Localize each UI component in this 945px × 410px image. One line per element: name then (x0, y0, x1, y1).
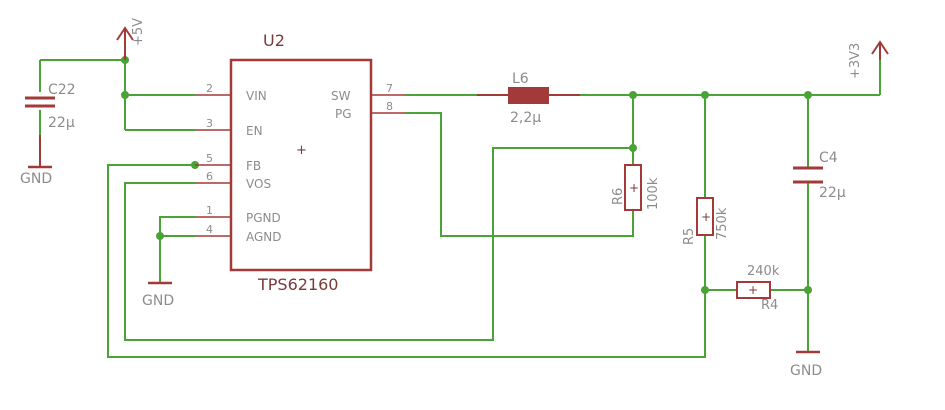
r4-ref: R4 (761, 298, 778, 313)
pin-num: 3 (206, 117, 213, 130)
junctions (121, 56, 812, 294)
capacitor-c22: C22 22µ (25, 82, 76, 131)
pin-name: EN (246, 124, 263, 138)
supply-5v-label: +5V (131, 18, 146, 46)
junction-dot (804, 286, 812, 294)
pin-num: 5 (206, 152, 213, 165)
r6-ref: R6 (611, 188, 626, 205)
pin-num: 7 (386, 82, 393, 95)
junction-dot (156, 232, 164, 240)
junction-dot (629, 144, 637, 152)
junction-dot (701, 286, 709, 294)
r5-ref: R5 (682, 228, 697, 245)
capacitor-c4: C4 22µ (793, 150, 846, 201)
r5-value: 750k (715, 207, 730, 240)
resistor-r5: + R5 750k (682, 197, 730, 245)
l6-value: 2,2µ (510, 110, 541, 126)
pin-name: SW (331, 89, 351, 103)
pin-name: AGND (246, 230, 282, 244)
pin-name: PGND (246, 211, 281, 225)
gnd-right-label: GND (790, 363, 822, 379)
pin-name: PG (335, 107, 352, 121)
gnd-right: GND (790, 350, 822, 379)
ic-ref: U2 (263, 31, 285, 50)
pin-name: VIN (246, 89, 267, 103)
gnd-ic-label: GND (142, 293, 174, 309)
pin-num: 2 (206, 82, 213, 95)
c22-ref: C22 (48, 82, 76, 98)
svg-text:+: + (748, 283, 758, 297)
r4-value: 240k (747, 264, 780, 279)
gnd-left: GND (20, 135, 52, 187)
r6-value: 100k (646, 177, 661, 210)
wires (39, 59, 881, 358)
ic-value: TPS62160 (257, 275, 338, 294)
svg-text:+: + (701, 210, 711, 224)
supply-3v3: +3V3 (848, 40, 889, 79)
junction-dot (701, 91, 709, 99)
pin-num: 1 (206, 204, 213, 217)
junction-dot (804, 91, 812, 99)
junction-dot (629, 91, 637, 99)
gnd-left-label: GND (20, 171, 52, 187)
resistor-r4: + 240k R4 (736, 264, 780, 313)
inductor-l6: L6 2,2µ (477, 71, 580, 126)
pin-name: VOS (246, 177, 271, 191)
junction-dot (121, 91, 129, 99)
pin-num: 6 (206, 170, 213, 183)
ic-u2: U2 TPS62160 + 2 3 5 6 1 4 7 8 VIN EN FB … (195, 31, 405, 294)
pin-name: FB (246, 159, 261, 173)
pin-num: 8 (386, 100, 393, 113)
c4-ref: C4 (819, 150, 838, 166)
resistor-r6: + R6 100k (611, 164, 661, 211)
supply-3v3-label: +3V3 (848, 43, 863, 79)
c4-value: 22µ (819, 185, 846, 201)
supply-5v: +5V (116, 18, 146, 60)
svg-text:+: + (629, 181, 639, 195)
pin-num: 4 (206, 223, 213, 236)
l6-ref: L6 (512, 71, 529, 87)
c22-value: 22µ (48, 115, 75, 131)
origin-mark: + (296, 143, 307, 158)
gnd-ic: GND (142, 281, 174, 309)
